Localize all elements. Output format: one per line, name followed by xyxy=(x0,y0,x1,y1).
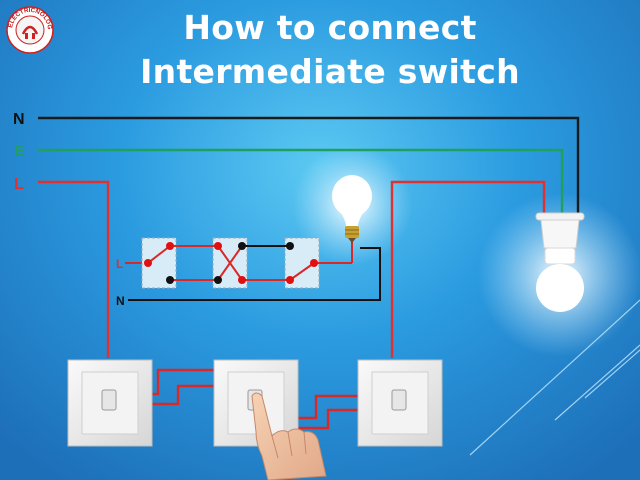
supply-wires xyxy=(38,116,580,358)
title-line-2: Intermediate switch xyxy=(140,52,520,91)
title-line-1: How to connect xyxy=(183,8,477,47)
light-bulb-icon xyxy=(332,175,372,243)
neutral-wire xyxy=(38,116,580,215)
logo-badge: ELECTRICNOLOGY xyxy=(6,6,54,54)
wire-label-e: E xyxy=(14,143,25,160)
earth-wire xyxy=(38,148,564,215)
page-title: How to connect Intermediate switch xyxy=(0,6,640,94)
wire-label-l: L xyxy=(14,176,24,193)
wire-label-n: N xyxy=(13,111,25,128)
wall-switch-1[interactable] xyxy=(67,359,153,447)
wall-switch-3[interactable] xyxy=(357,359,443,447)
traveller-wires xyxy=(152,368,358,430)
live-wire xyxy=(38,180,110,358)
schematic-label-n: N xyxy=(116,294,125,308)
schematic: L N xyxy=(116,237,381,308)
pendant-lamp-icon xyxy=(535,212,585,312)
pointing-hand-icon xyxy=(251,392,327,480)
lamp-live-wire xyxy=(390,180,546,358)
schematic-label-l: L xyxy=(116,257,123,271)
